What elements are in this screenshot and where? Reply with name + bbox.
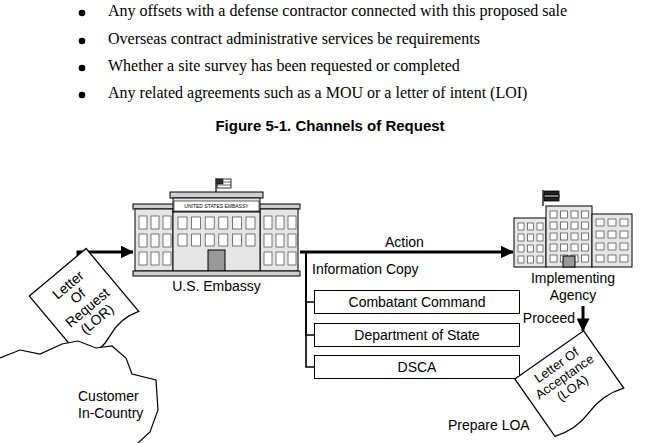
text-holder: Implementing Agency xyxy=(513,270,633,304)
text-holder: U.S. Embassy xyxy=(133,278,300,295)
embassy-building: U.S. Embassy UNITED STATES EMBASSY xyxy=(133,178,300,296)
bullet-dot xyxy=(79,38,86,45)
connector-arrow xyxy=(582,306,585,331)
text-holder: UNITED STATES EMBASSY xyxy=(173,202,260,211)
recipient-box: Department of State xyxy=(314,323,520,347)
action-label: Prepare LOA xyxy=(448,417,530,433)
text-holder: Action xyxy=(383,234,426,250)
bullet-text: Whether a site survey has been requested… xyxy=(108,57,460,75)
node-text: DSCA xyxy=(398,359,437,376)
letter-document: Letter Of Acceptance (LOA) xyxy=(515,331,627,441)
text-holder: Letter Of Request (LOR) xyxy=(35,255,130,349)
text-holder: Combatant Command xyxy=(315,291,519,313)
node-text: Implementing Agency xyxy=(531,270,615,304)
country-outline: Customer In-Country xyxy=(0,340,160,443)
bullet-text: Overseas contract administrative service… xyxy=(108,30,480,48)
text-holder: Prepare LOA xyxy=(448,417,530,433)
bullet-text: Any related agreements such as a MOU or … xyxy=(108,84,527,102)
recipient-box: Combatant Command xyxy=(314,290,520,314)
text-holder: Proceed xyxy=(521,310,577,326)
text-holder: Information Copy xyxy=(312,261,419,277)
bullet-dot xyxy=(79,10,86,17)
branch-label: Information Copy xyxy=(312,261,419,277)
text-holder: Any offsets with a defense contractor co… xyxy=(108,2,567,20)
edge-label: Action xyxy=(383,234,426,250)
edge-label: Proceed xyxy=(521,310,577,326)
bullet-text: Any offsets with a defense contractor co… xyxy=(108,2,567,20)
agency-building: Implementing Agency xyxy=(513,190,633,306)
node-text: Customer In-Country xyxy=(78,388,152,422)
figure-title: Figure 5-1. Channels of Request xyxy=(110,117,550,135)
text-holder: Any related agreements such as a MOU or … xyxy=(108,84,527,102)
bullet-dot xyxy=(79,65,86,72)
text-holder: Overseas contract administrative service… xyxy=(108,30,480,48)
text-holder: Figure 5-1. Channels of Request xyxy=(110,117,550,135)
text-holder: DSCA xyxy=(315,356,519,378)
bullet-dot xyxy=(79,92,86,99)
recipient-box: DSCA xyxy=(314,355,520,379)
text-holder: Department of State xyxy=(315,324,519,346)
connector-arrow xyxy=(300,251,513,254)
text-holder: Customer In-Country xyxy=(78,388,152,422)
node-text: UNITED STATES EMBASSY xyxy=(173,202,260,211)
text-holder: Whether a site survey has been requested… xyxy=(108,57,460,75)
node-text: Combatant Command xyxy=(349,294,486,311)
node-text: Department of State xyxy=(354,327,479,344)
node-text: U.S. Embassy xyxy=(133,278,300,295)
connector-arrow xyxy=(300,252,314,302)
